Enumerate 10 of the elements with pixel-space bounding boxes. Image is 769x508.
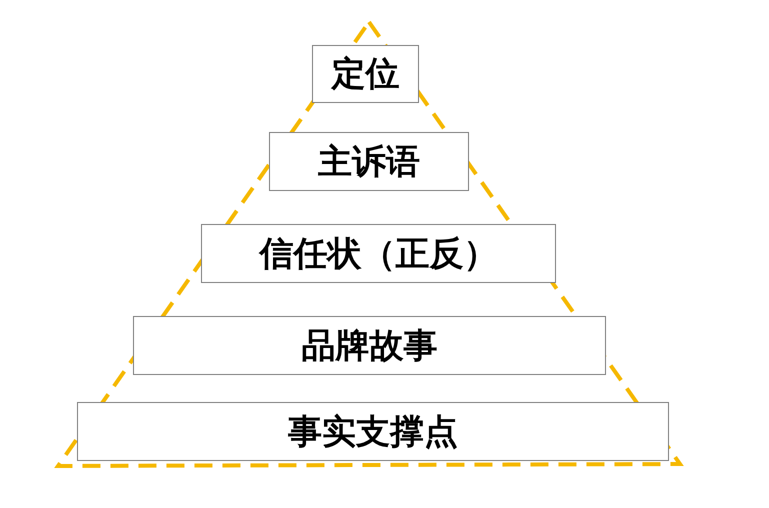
level-label: 主诉语 — [318, 142, 420, 182]
level-label: 事实支撑点 — [288, 412, 458, 452]
level-box — [77, 402, 669, 461]
level-label: 信任状（正反） — [260, 234, 498, 274]
level-box — [133, 316, 606, 375]
level-box — [201, 224, 556, 283]
level-label: 品牌故事 — [302, 326, 438, 366]
level-box — [269, 132, 469, 191]
level-box — [312, 45, 419, 103]
level-label: 定位 — [332, 54, 400, 95]
